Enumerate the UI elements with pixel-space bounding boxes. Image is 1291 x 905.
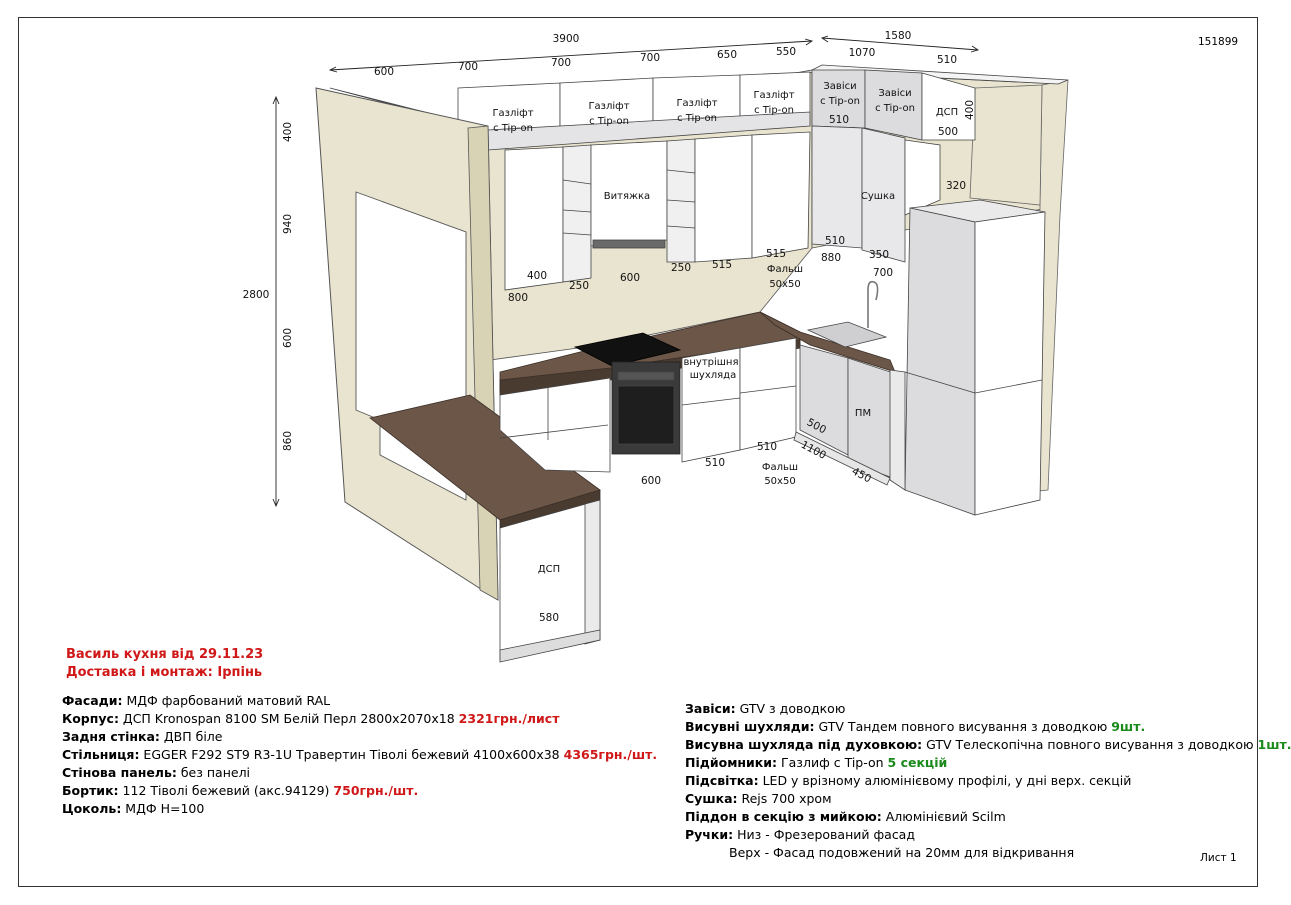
label-tipon-3: с Tip-on (677, 113, 717, 124)
dim-mid: 515 (766, 248, 786, 260)
label-dsp-top: ДСП (936, 107, 958, 118)
base-back-run (499, 337, 797, 473)
label-dishwasher: ПМ (855, 408, 871, 419)
dim-falsh-2: Фальш (762, 462, 798, 473)
dim-mid: 400 (964, 100, 976, 120)
dim-height-part: 940 (282, 214, 294, 234)
dim-height-part: 860 (282, 431, 294, 451)
label-gaslift-1: Газліфт (492, 107, 533, 119)
label-inner-drawer-2: шухляда (690, 370, 736, 381)
label-zavisy-2: Завіси (878, 87, 911, 99)
label-tipon-2: с Tip-on (589, 116, 629, 127)
spec-line: Цоколь: МДФ Н=100 (62, 801, 205, 816)
spec-line: Підйомники: Газлиф с Tip-on 5 секцій (685, 755, 948, 770)
dim-falsh-2-size: 50x50 (764, 476, 795, 487)
base-front-left (499, 499, 601, 663)
dim-height-part: 400 (282, 122, 294, 142)
spec-line: Висувні шухляди: GTV Тандем повного вису… (685, 719, 1146, 734)
sink (806, 321, 888, 348)
delivery-info: Доставка і монтаж: Ірпінь (66, 665, 262, 680)
spec-right-list: Завіси: GTV з доводкою Висувні шухляди: … (685, 700, 1291, 862)
dim-base: 510 (705, 457, 725, 469)
dim-mid: 510 (829, 114, 849, 126)
label-tipon-4: с Tip-on (754, 105, 794, 116)
dim-mid: 700 (873, 267, 893, 279)
spec-line: Завіси: GTV з доводкою (685, 701, 846, 716)
dim-mid: 250 (569, 280, 589, 292)
label-zavisy-1: Завіси (823, 80, 856, 92)
dim-falsh-1-size: 50x50 (769, 279, 800, 290)
order-title: Василь кухня від 29.11.23 (66, 647, 263, 662)
spec-line: Висувна шухляда під духовкою: GTV Телеск… (685, 737, 1291, 752)
upper-gaslift-row (457, 71, 811, 151)
label-tipon-5: с Tip-on (820, 96, 860, 107)
dim-mid: 500 (938, 126, 958, 138)
dim-height-total: 2800 (243, 289, 270, 301)
fridge (889, 199, 1046, 516)
dim-base: 580 (539, 612, 559, 624)
upper-right-cabinets (811, 69, 976, 263)
spec-line: Корпус: ДСП Kronospan 8100 SM Белій Перл… (62, 711, 560, 726)
label-gaslift-2: Газліфт (588, 100, 629, 112)
spec-line: Задня стінка: ДВП біле (62, 729, 223, 744)
dimension-labels: 3900 1580 600 700 700 700 650 550 1070 5… (243, 30, 976, 624)
dim-top-run: 700 (458, 61, 478, 73)
dim-top-run: 600 (374, 66, 394, 78)
dim-top-run: 650 (717, 49, 737, 61)
dim-mid: 250 (671, 262, 691, 274)
sheet-label: Лист 1 (1200, 852, 1237, 864)
dim-mid: 880 (821, 252, 841, 264)
spec-line: Підсвітка: LED у врізному алюмінієвому п… (685, 773, 1132, 788)
dim-side-top: 1070 (849, 47, 876, 59)
spec-line: Бортик: 112 Тіволі бежевий (акс.94129) 7… (62, 783, 419, 798)
dim-mid: 600 (620, 272, 640, 284)
faucet (867, 280, 879, 328)
dim-mid: 350 (869, 249, 889, 261)
label-hood: Витяжка (604, 191, 650, 202)
label-dsp-bottom: ДСП (538, 564, 560, 575)
dim-mid: 320 (946, 180, 966, 192)
dim-base: 600 (641, 475, 661, 487)
doc-number: 151899 (1198, 36, 1239, 48)
dim-mid: 800 (508, 292, 528, 304)
dim-top-run: 550 (776, 46, 796, 58)
spec-left-list: Фасади: МДФ фарбований матовий RAL Корпу… (62, 692, 657, 818)
dim-top-run: 700 (551, 57, 571, 69)
label-gaslift-3: Газліфт (676, 97, 717, 109)
module-labels: Газліфт с Tip-on Газліфт с Tip-on Газліф… (492, 80, 958, 575)
dim-side-top: 510 (937, 54, 957, 66)
spec-line: Фасади: МДФ фарбований матовий RAL (62, 693, 331, 708)
dim-falsh-1: Фальш (767, 264, 803, 275)
spec-line: Піддон в секцію з мийкою: Алюмінієвий Sc… (685, 809, 1006, 824)
label-tipon-6: с Tip-on (875, 103, 915, 114)
label-inner-drawer-1: внутрішня (683, 356, 738, 368)
dim-mid: 400 (527, 270, 547, 282)
spec-line: Стільниця: EGGER F292 ST9 R3-1U Траверти… (62, 747, 658, 762)
cooktop (573, 332, 682, 367)
upper-tall-cabinets (504, 131, 811, 291)
dim-mid: 510 (825, 235, 845, 247)
kitchen-3d-drawing: Газліфт с Tip-on Газліфт с Tip-on Газліф… (66, 30, 1069, 680)
dim-total-width: 3900 (553, 33, 580, 45)
label-tipon-1: с Tip-on (493, 123, 533, 134)
dim-height-part: 600 (282, 328, 294, 348)
dim-mid: 515 (712, 259, 732, 271)
spec-line: Ручки: Низ - Фрезерований фасад (685, 827, 915, 842)
spec-line: Стінова панель: без панелі (62, 765, 251, 780)
dim-top-run: 700 (640, 52, 660, 64)
dim-side-width: 1580 (885, 30, 912, 42)
label-gaslift-4: Газліфт (753, 89, 794, 101)
label-dryer: Сушка (861, 191, 895, 202)
drawing-frame (18, 17, 1258, 887)
dim-base: 510 (757, 441, 777, 453)
dimension-lines (272, 35, 980, 508)
spec-line-continued: Верх - Фасад подовжений на 20мм для відк… (729, 845, 1075, 860)
spec-line: Сушка: Rejs 700 хром (685, 791, 832, 806)
